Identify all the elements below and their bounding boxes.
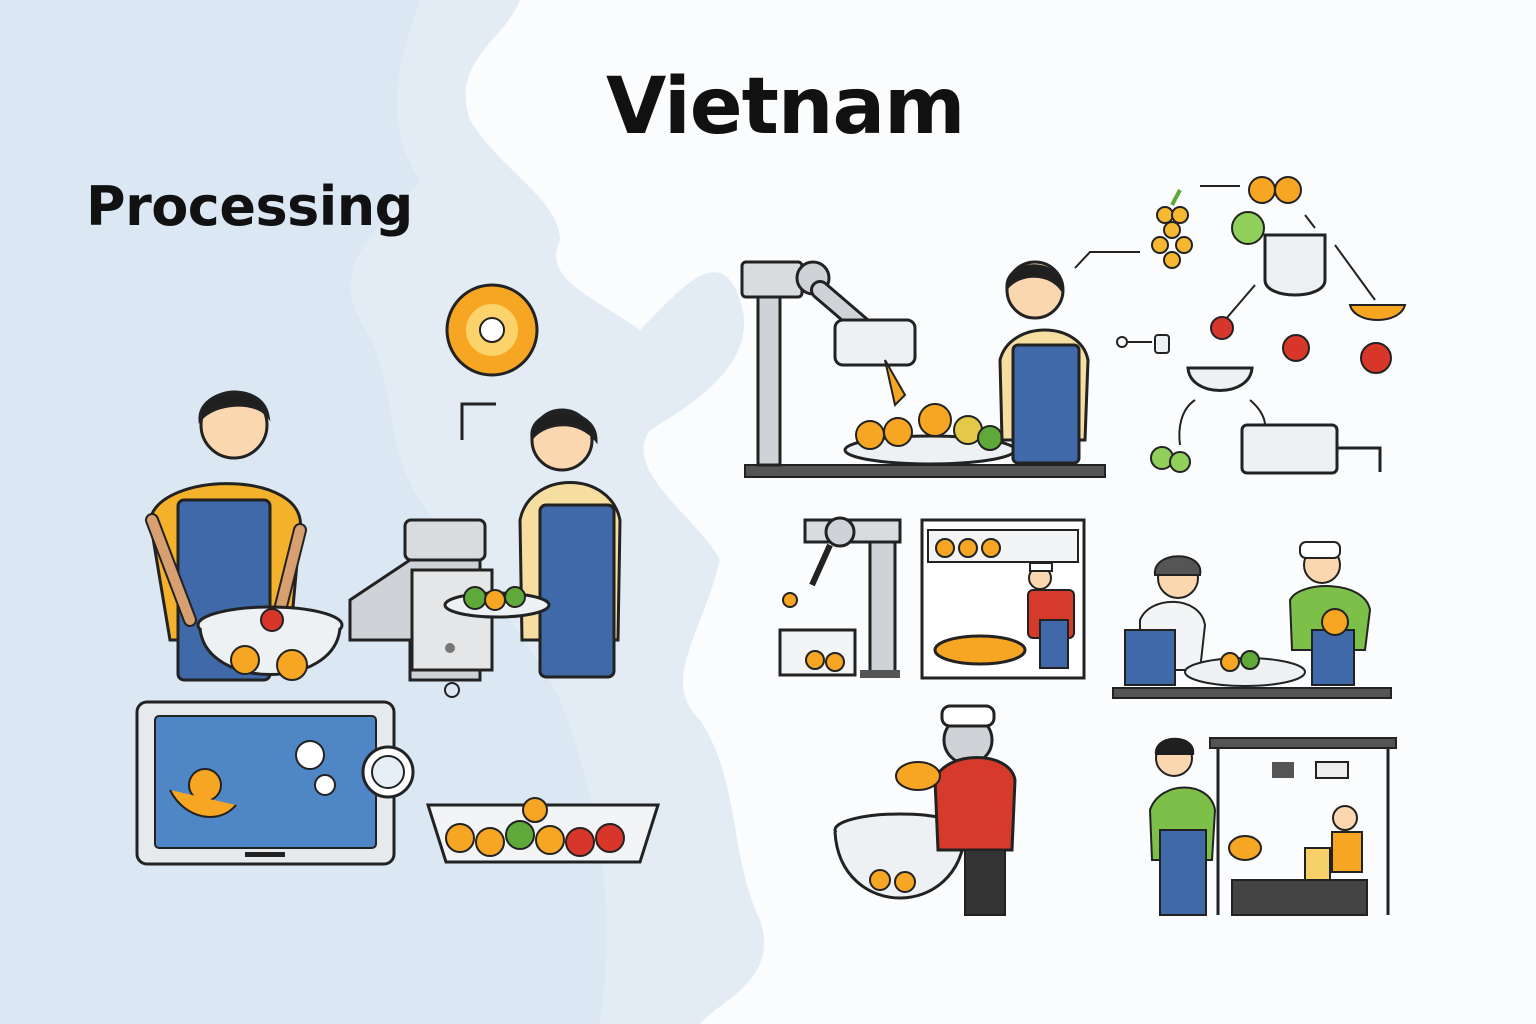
- fruit-flow-diagram: [1074, 176, 1407, 475]
- vietnam-map-background: [0, 0, 765, 1024]
- fruit-basket: [425, 797, 661, 864]
- cook-at-fryer: [1148, 737, 1397, 916]
- mixing-bowl: [196, 605, 344, 681]
- worker-with-plate: [443, 408, 622, 679]
- kitchen-frame-cook: [920, 518, 1086, 680]
- small-machine-station: [778, 516, 902, 678]
- grapes-icon: [1151, 189, 1193, 269]
- robot-arm-station: [740, 260, 1106, 478]
- section-subtitle: Processing: [86, 175, 413, 238]
- worker-at-station: [998, 260, 1090, 465]
- two-chefs-station: [1112, 541, 1392, 699]
- page-title: Vietnam: [606, 62, 965, 152]
- tablet-screen: [135, 700, 415, 866]
- radiation-badge-icon: [445, 283, 539, 377]
- chef-with-pot: [833, 704, 1017, 916]
